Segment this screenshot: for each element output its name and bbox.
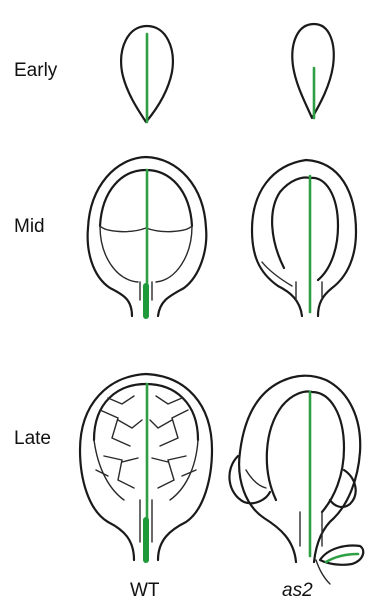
leaf-late-wt [80, 374, 212, 560]
leaf-mid-wt [88, 157, 207, 316]
leaf-late-as2 [229, 376, 363, 584]
leaf-early-as2 [292, 24, 333, 118]
leaf-early-wt [121, 26, 173, 122]
leaf-mid-as2 [252, 160, 356, 316]
